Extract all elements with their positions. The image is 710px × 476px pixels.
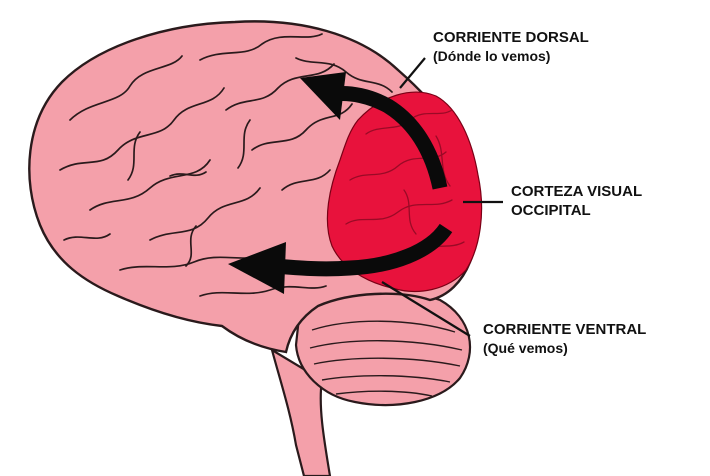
dorsal-stream-label: CORRIENTE DORSAL (Dónde lo vemos) xyxy=(433,28,589,66)
visual-cortex-subtitle: OCCIPITAL xyxy=(511,201,642,220)
dorsal-stream-title: CORRIENTE DORSAL xyxy=(433,28,589,47)
ventral-stream-label: CORRIENTE VENTRAL (Qué vemos) xyxy=(483,320,646,358)
ventral-stream-title: CORRIENTE VENTRAL xyxy=(483,320,646,339)
visual-cortex-title: CORTEZA VISUAL xyxy=(511,182,642,201)
ventral-stream-subtitle: (Qué vemos) xyxy=(483,339,646,358)
cerebellum xyxy=(296,291,470,405)
visual-cortex-label: CORTEZA VISUAL OCCIPITAL xyxy=(511,182,642,220)
dorsal-stream-subtitle: (Dónde lo vemos) xyxy=(433,47,589,66)
